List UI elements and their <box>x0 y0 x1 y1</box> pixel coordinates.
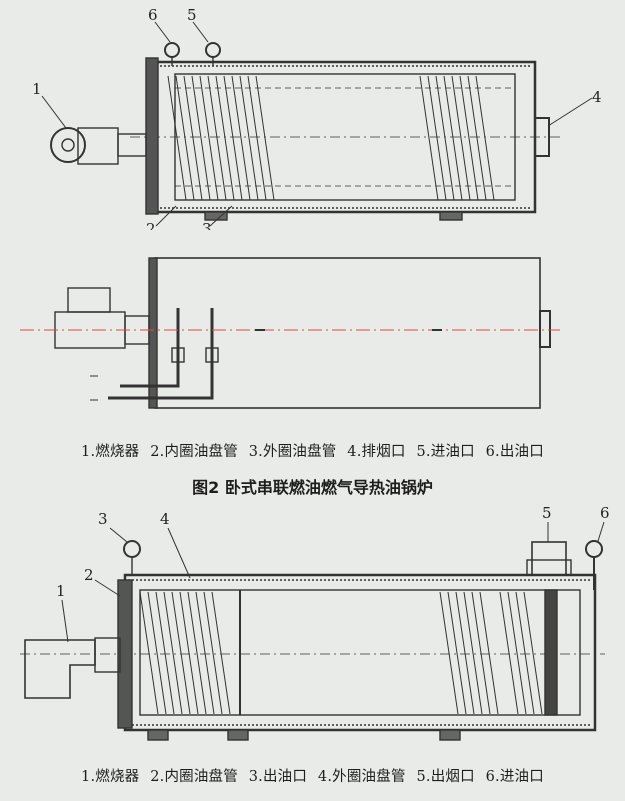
fig3-callout-1: 1 <box>56 582 66 600</box>
fig2-callout-3: 3 <box>202 220 212 230</box>
fig2-legend-item-4: 4.排烟口 <box>347 444 406 460</box>
fig3-legend-item-3: 3.出油口 <box>248 769 308 785</box>
fig2-legend-item-3: 3.外圈油盘管 <box>248 444 337 460</box>
fig2-caption: 图2 卧式串联燃油燃气导热油锅炉 <box>192 478 433 497</box>
fig2-coil-rear <box>419 75 495 201</box>
fig3-outlet-gauge <box>123 540 141 558</box>
fig3-section-view: 1 2 3 4 5 6 <box>0 500 625 755</box>
fig3-legend: 1.燃烧器 2.内圈油盘管 3.出油口 4.外圈油盘管 5.出烟口 6.进油口 <box>0 765 625 786</box>
fig2-legend-item-6: 6.出油口 <box>485 444 544 460</box>
fig3-callout-6: 6 <box>600 504 610 522</box>
fig2-front-plate <box>145 57 159 215</box>
fig3-legend-item-5: 5.出烟口 <box>416 769 475 785</box>
fig2-top-view <box>0 236 625 436</box>
fig2-burner <box>50 127 147 165</box>
fig3-inlet-gauge <box>585 540 603 558</box>
fig2-callout-5: 5 <box>187 6 197 24</box>
fig2-callout-6: 6 <box>148 6 158 24</box>
fig3-front-plate <box>117 579 133 729</box>
fig2-inlet-gauge <box>205 42 221 58</box>
fig2-callout-4: 4 <box>592 88 602 106</box>
fig2-callout-2: 2 <box>146 220 156 230</box>
fig3-legend-item-2: 2.内圈油盘管 <box>150 769 238 785</box>
fig2-section-view: 1 2 3 4 5 6 <box>0 0 625 238</box>
fig3-drawing: 1 2 3 4 5 6 <box>20 504 610 741</box>
fig3-coil-rear <box>439 591 543 715</box>
fig3-legend-item-4: 4.外圈油盘管 <box>317 769 406 785</box>
fig3-legend-item-6: 6.进油口 <box>485 769 544 785</box>
fig3-inner-chamber <box>139 589 581 716</box>
fig2-top-flue <box>539 310 551 348</box>
fig3-legend-item-1: 1.燃烧器 <box>81 769 140 785</box>
fig2-outlet-gauge <box>164 42 180 58</box>
fig3-callout-5: 5 <box>542 504 552 522</box>
fig2-flue-outlet <box>534 117 550 157</box>
fig2-section-drawing: 1 2 3 4 5 6 <box>32 6 602 238</box>
fig2-legend-item-1: 1.燃烧器 <box>81 444 140 460</box>
fig2-coil-front <box>167 75 275 201</box>
fig3-coil-front <box>139 591 231 715</box>
fig3-burner <box>24 639 96 699</box>
fig2-legend-item-5: 5.进油口 <box>416 444 475 460</box>
fig3-flue-outlet <box>531 541 567 576</box>
fig3-callout-4: 4 <box>160 510 170 528</box>
fig2-callout-1: 1 <box>32 80 42 98</box>
fig2-top-drawing <box>20 257 560 409</box>
fig2-legend: 1.燃烧器 2.内圈油盘管 3.外圈油盘管 4.排烟口 5.进油口 6.出油口 <box>0 440 625 461</box>
fig3-callout-3: 3 <box>98 510 108 528</box>
fig2-top-burner-motor <box>67 287 111 313</box>
fig2-legend-item-2: 2.内圈油盘管 <box>150 444 238 460</box>
fig3-callout-2: 2 <box>84 566 94 584</box>
